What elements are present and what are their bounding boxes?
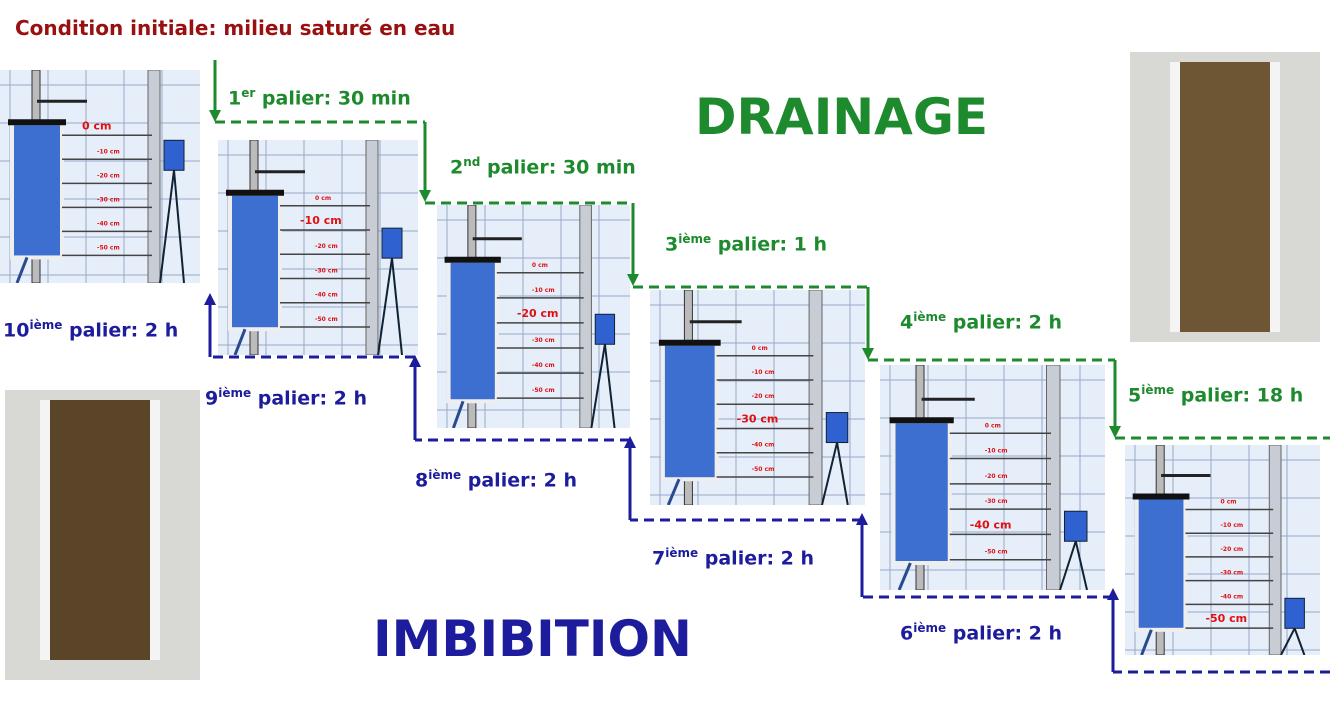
step-text: palier: 30 min [255,87,411,110]
step-label-7: 7ième palier: 2 h [652,546,814,569]
depth-label: -10 cm [1220,522,1243,529]
tensiometer-panel-5: 0 cm -10 cm -20 cm -30 cm -40 cm -50 cm [880,365,1105,590]
depth-label: 0 cm [315,195,331,202]
step-ordinal: ième [218,386,252,400]
imbibition-heading: IMBIBITION [373,610,692,668]
step-text: palier: 18 h [1174,384,1304,407]
step-text: palier: 2 h [946,311,1063,334]
step-ordinal: ième [678,232,712,246]
step-ordinal: ième [665,546,699,560]
depth-label: -40 cm [532,362,555,369]
depth-label: -20 cm [97,172,120,179]
step-label-10: 10ième palier: 2 h [3,318,178,341]
tensiometer-panel-6: 0 cm -10 cm -20 cm -30 cm -40 cm -50 cm [1125,445,1320,655]
depth-label: -50 cm [532,387,555,394]
step-ordinal: ième [913,310,947,324]
tensiometer-panel-4: 0 cm -10 cm -20 cm -30 cm -40 cm -50 cm [650,290,865,505]
step-text: palier: 2 h [62,319,179,342]
depth-label: -30 cm [315,267,338,274]
depth-label: -10 cm [532,287,555,294]
initial-condition-title: Condition initiale: milieu saturé en eau [15,16,456,40]
tensiometer-panel-3: 0 cm -10 cm -20 cm -30 cm -40 cm -50 cm [437,205,630,428]
depth-label: -50 cm [985,549,1008,556]
depth-label: -20 cm [315,243,338,250]
depth-label: -10 cm [300,214,342,227]
step-ordinal: ième [913,621,947,635]
step-ordinal: ième [1141,383,1175,397]
step-ordinal: ième [29,318,63,332]
step-ordinal: nd [463,155,481,169]
depth-label: -30 cm [737,412,779,425]
step-number: 10 [3,319,30,342]
depth-label: 0 cm [532,262,548,269]
depth-label: -30 cm [532,337,555,344]
step-number: 8 [415,469,429,492]
drainage-heading: DRAINAGE [695,88,989,146]
depth-label: -30 cm [1220,570,1243,577]
drainage-path [213,60,1330,440]
step-number: 2 [450,156,464,179]
depth-label: -20 cm [1220,546,1243,553]
step-text: palier: 2 h [251,387,368,410]
step-text: palier: 1 h [711,233,828,256]
depth-label: -20 cm [517,307,559,320]
depth-label: -40 cm [97,220,120,227]
step-number: 5 [1128,384,1142,407]
depth-label: -20 cm [985,473,1008,480]
depth-label: -40 cm [1220,593,1243,600]
depth-label: -40 cm [752,442,775,449]
step-number: 3 [665,233,679,256]
depth-label: 0 cm [1220,499,1236,506]
depth-label: -40 cm [315,292,338,299]
depth-label: -50 cm [315,316,338,323]
step-text: palier: 2 h [698,547,815,570]
step-label-5: 5ième palier: 18 h [1128,383,1303,406]
depth-label: -50 cm [97,244,120,251]
tensiometer-panel-1: 0 cm -10 cm -20 cm -30 cm -40 cm -50 cm [0,70,200,283]
step-label-2: 2nd palier: 30 min [450,155,636,178]
step-label-8: 8ième palier: 2 h [415,468,577,491]
depth-label: -30 cm [985,498,1008,505]
step-label-3: 3ième palier: 1 h [665,232,827,255]
step-number: 9 [205,387,219,410]
step-label-1: 1er palier: 30 min [228,86,411,109]
depth-label: -40 cm [970,518,1012,531]
depth-label: -10 cm [752,369,775,376]
step-ordinal: er [241,86,256,100]
step-text: palier: 2 h [461,469,578,492]
imbibition-path [208,305,1330,674]
soil-column-photo-saturated [5,390,200,680]
tensiometer-panel-2: 0 cm -10 cm -20 cm -30 cm -40 cm -50 cm [218,140,418,355]
step-ordinal: ième [428,468,462,482]
step-label-4: 4ième palier: 2 h [900,310,1062,333]
step-number: 1 [228,87,242,110]
depth-label: -50 cm [1205,612,1247,625]
step-number: 7 [652,547,666,570]
depth-label: 0 cm [82,119,111,132]
depth-label: -30 cm [97,196,120,203]
step-text: palier: 30 min [480,156,636,179]
depth-label: -10 cm [985,448,1008,455]
depth-label: 0 cm [752,345,768,352]
step-text: palier: 2 h [946,622,1063,645]
step-number: 6 [900,622,914,645]
soil-column-photo-drained [1130,52,1320,342]
depth-label: -20 cm [752,393,775,400]
step-number: 4 [900,311,914,334]
depth-label: 0 cm [985,422,1001,429]
step-label-6: 6ième palier: 2 h [900,621,1062,644]
depth-label: -10 cm [97,148,120,155]
step-label-9: 9ième palier: 2 h [205,386,367,409]
depth-label: -50 cm [752,466,775,473]
